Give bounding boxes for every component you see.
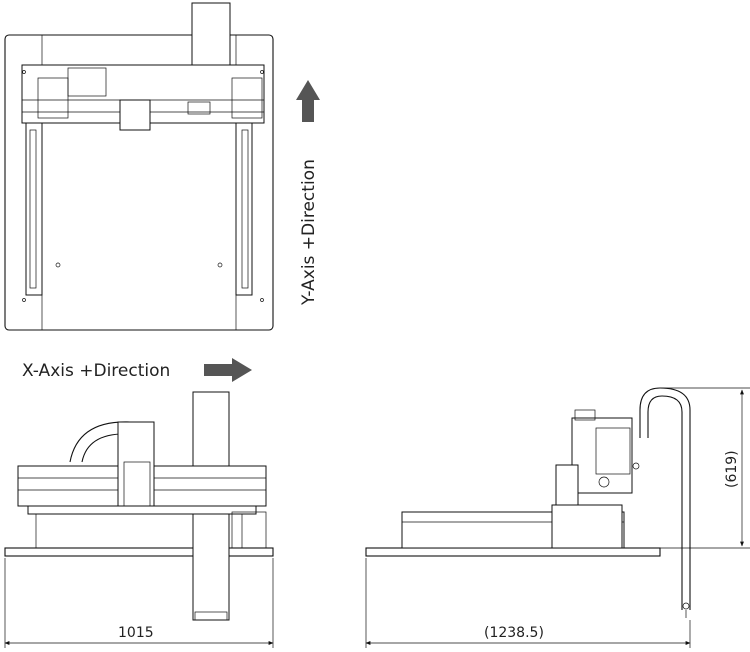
y-axis-arrow-icon [296, 80, 320, 122]
front-view [4, 391, 274, 621]
side-view [365, 387, 691, 618]
side-height-label: (619) [724, 450, 740, 488]
y-axis-label: Y-Axis +Direction [299, 159, 319, 306]
x-axis-arrow-icon [204, 358, 252, 382]
side-width-label: (1238.5) [484, 625, 544, 641]
x-axis-label: X-Axis +Direction [22, 361, 170, 381]
front-width-label: 1015 [118, 625, 154, 641]
top-view [4, 2, 274, 331]
